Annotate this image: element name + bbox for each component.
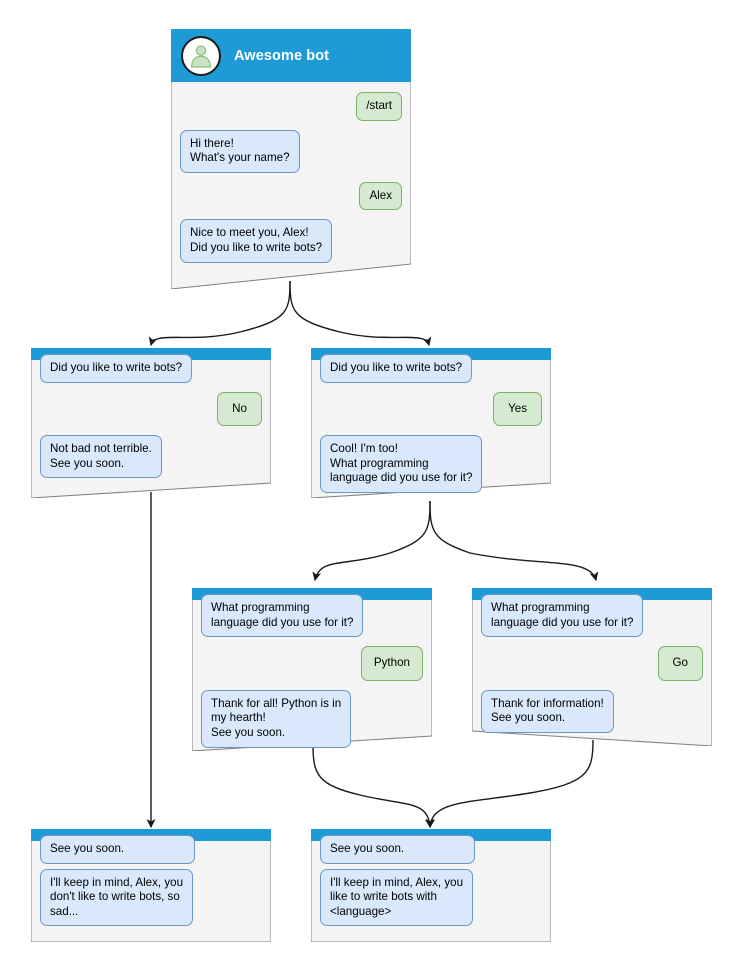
user-message-bubble[interactable]: Go <box>657 646 703 681</box>
message-row: What programming language did you use fo… <box>481 594 703 638</box>
chat-thread-yes: Did you like to write bots? Yes Cool! I'… <box>311 354 551 493</box>
node-no-branch[interactable]: Did you like to write bots? No Not bad n… <box>31 348 271 498</box>
bot-message-bubble[interactable]: Hi there! What's your name? <box>180 129 300 173</box>
edge-root-to-yes <box>289 280 432 347</box>
bot-message-bubble[interactable]: Did you like to write bots? <box>320 354 473 383</box>
bot-message-bubble[interactable]: What programming language did you use fo… <box>481 594 644 638</box>
message-row: No <box>40 391 262 427</box>
node-header-bar <box>472 588 712 599</box>
bot-message-bubble[interactable]: Did you like to write bots? <box>40 354 193 383</box>
bot-message-bubble[interactable]: Not bad not terrible. See you soon. <box>40 435 162 479</box>
message-row: I'll keep in mind, Alex, you don't like … <box>40 868 262 927</box>
node-root-content: Awesome bot /start Hi there! What's your… <box>171 29 411 272</box>
node-end-sad[interactable]: See you soon. I'll keep in mind, Alex, y… <box>31 829 271 942</box>
node-header-bar <box>311 829 551 840</box>
node-yes-branch[interactable]: Did you like to write bots? Yes Cool! I'… <box>311 348 551 498</box>
node-header-bar <box>31 829 271 840</box>
chat-thread-end-happy: See you soon. I'll keep in mind, Alex, y… <box>311 835 551 927</box>
person-avatar-icon <box>181 35 221 76</box>
chat-thread-end-sad: See you soon. I'll keep in mind, Alex, y… <box>31 835 271 927</box>
user-message-bubble[interactable]: Python <box>360 646 423 681</box>
message-row: Thank for information! See you soon. <box>481 689 703 733</box>
node-python-branch-content: What programming language did you use fo… <box>192 588 432 757</box>
node-no-branch-content: Did you like to write bots? No Not bad n… <box>31 348 271 487</box>
bot-name-label: Awesome bot <box>234 47 330 64</box>
node-header-bar <box>31 348 271 359</box>
node-yes-branch-content: Did you like to write bots? Yes Cool! I'… <box>311 348 551 502</box>
message-row: Did you like to write bots? <box>40 354 262 383</box>
edge-python-to-end-happy <box>312 744 434 829</box>
node-python-branch[interactable]: What programming language did you use fo… <box>192 588 432 751</box>
message-row: Not bad not terrible. See you soon. <box>40 435 262 479</box>
bot-message-bubble[interactable]: Cool! I'm too! What programming language… <box>320 435 483 493</box>
user-message-bubble[interactable]: Yes <box>493 391 542 427</box>
message-row: Yes <box>320 391 542 427</box>
message-row: Alex <box>180 181 402 211</box>
message-row: Cool! I'm too! What programming language… <box>320 435 542 493</box>
bot-message-bubble[interactable]: See you soon. <box>40 835 195 864</box>
message-row: See you soon. <box>320 835 542 864</box>
node-end-happy[interactable]: See you soon. I'll keep in mind, Alex, y… <box>311 829 551 942</box>
message-row: /start <box>180 92 402 121</box>
edge-go-to-end-happy <box>426 739 594 829</box>
bot-header-bar: Awesome bot <box>171 29 411 82</box>
bot-message-bubble[interactable]: Thank for information! See you soon. <box>481 689 614 733</box>
node-end-happy-content: See you soon. I'll keep in mind, Alex, y… <box>311 829 551 935</box>
message-row: Nice to meet you, Alex! Did you like to … <box>180 219 402 263</box>
message-row: Hi there! What's your name? <box>180 129 402 173</box>
edge-yes-to-python <box>312 500 431 582</box>
bot-message-bubble[interactable]: I'll keep in mind, Alex, you like to wri… <box>320 868 474 927</box>
chat-thread-no: Did you like to write bots? No Not bad n… <box>31 354 271 479</box>
message-row: Thank for all! Python is in my hearth! S… <box>201 689 423 748</box>
bot-message-bubble[interactable]: Nice to meet you, Alex! Did you like to … <box>180 219 333 263</box>
bot-message-bubble[interactable]: Thank for all! Python is in my hearth! S… <box>201 689 352 748</box>
bot-message-bubble[interactable]: I'll keep in mind, Alex, you don't like … <box>40 868 194 927</box>
message-row: I'll keep in mind, Alex, you like to wri… <box>320 868 542 927</box>
node-header-bar <box>192 588 432 599</box>
user-message-bubble[interactable]: /start <box>356 92 402 121</box>
edge-yes-to-go <box>429 500 599 582</box>
bot-message-bubble[interactable]: See you soon. <box>320 835 475 864</box>
user-message-bubble[interactable]: No <box>217 391 262 427</box>
message-row: Did you like to write bots? <box>320 354 542 383</box>
node-go-branch-content: What programming language did you use fo… <box>472 588 712 742</box>
edge-root-to-no <box>148 280 291 347</box>
message-row: Python <box>201 646 423 681</box>
node-header-bar <box>311 348 551 359</box>
node-end-sad-content: See you soon. I'll keep in mind, Alex, y… <box>31 829 271 935</box>
chat-thread-go: What programming language did you use fo… <box>472 594 712 733</box>
bot-message-bubble[interactable]: What programming language did you use fo… <box>201 594 364 638</box>
node-root[interactable]: Awesome bot /start Hi there! What's your… <box>171 29 411 289</box>
chat-thread-python: What programming language did you use fo… <box>192 594 432 748</box>
message-row: See you soon. <box>40 835 262 864</box>
user-message-bubble[interactable]: Alex <box>359 181 402 211</box>
message-row: Go <box>481 646 703 681</box>
chat-thread-root: /start Hi there! What's your name? Alex … <box>171 82 411 263</box>
node-go-branch[interactable]: What programming language did you use fo… <box>472 588 712 746</box>
message-row: What programming language did you use fo… <box>201 594 423 638</box>
